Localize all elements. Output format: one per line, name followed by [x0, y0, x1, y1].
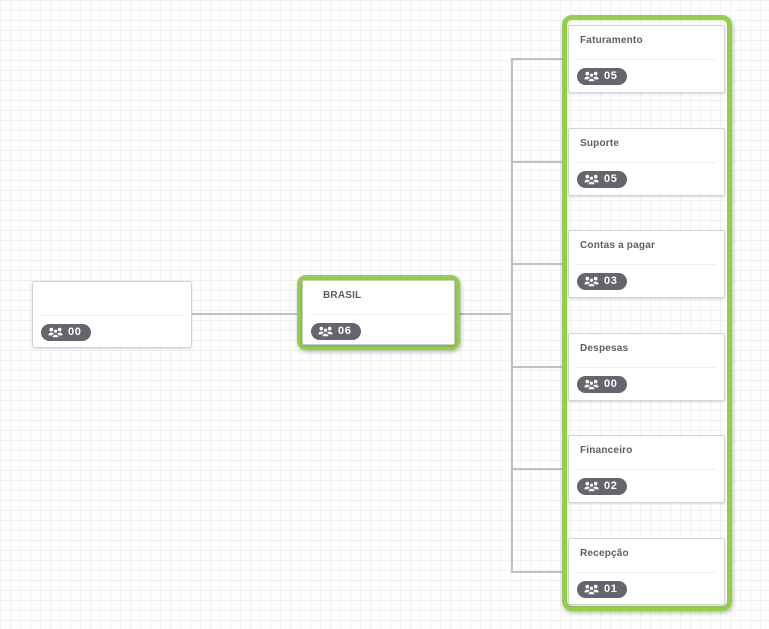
node-root[interactable]: 00 [32, 281, 192, 348]
node-divider [577, 264, 716, 265]
node-divider [41, 315, 183, 316]
group-highlight-children: Faturamento 05 Suporte [562, 15, 732, 611]
users-icon [584, 276, 599, 287]
members-badge[interactable]: 00 [577, 376, 628, 393]
node-financeiro[interactable]: Financeiro 02 [568, 435, 725, 503]
members-badge[interactable]: 05 [577, 171, 628, 188]
node-title: Suporte [580, 138, 620, 149]
node-title: Recepção [580, 548, 629, 559]
node-title: Faturamento [580, 35, 643, 46]
members-badge[interactable]: 06 [311, 323, 362, 340]
users-icon [584, 481, 599, 492]
node-divider [577, 59, 716, 60]
members-badge[interactable]: 03 [577, 273, 628, 290]
connector-stub-despesas [511, 366, 562, 368]
node-divider [577, 367, 716, 368]
members-count: 00 [68, 326, 82, 338]
users-icon [584, 174, 599, 185]
node-title: Contas a pagar [580, 240, 656, 251]
node-divider [577, 469, 716, 470]
members-badge[interactable]: 00 [41, 324, 92, 341]
members-count: 02 [604, 480, 618, 492]
members-count: 01 [604, 583, 618, 595]
connector-stub-recepcao [511, 571, 562, 573]
node-suporte[interactable]: Suporte 05 [568, 128, 725, 196]
node-title: Despesas [580, 343, 629, 354]
members-count: 06 [338, 325, 352, 337]
node-contas-a-pagar[interactable]: Contas a pagar 03 [568, 230, 725, 298]
members-count: 05 [604, 173, 618, 185]
users-icon [48, 327, 63, 338]
members-count: 00 [604, 378, 618, 390]
node-recepcao[interactable]: Recepção 01 [568, 538, 725, 605]
users-icon [318, 326, 333, 337]
users-icon [584, 71, 599, 82]
node-despesas[interactable]: Despesas 00 [568, 333, 725, 401]
node-title: Financeiro [580, 445, 633, 456]
members-badge[interactable]: 02 [577, 478, 628, 495]
connector-root-to-brasil [192, 313, 297, 315]
members-count: 03 [604, 275, 618, 287]
node-brasil[interactable]: BRASIL 06 [302, 280, 455, 345]
node-divider [311, 314, 446, 315]
connector-stub-faturamento [511, 58, 562, 60]
connector-trunk [511, 58, 513, 573]
connector-stub-contas-a-pagar [511, 263, 562, 265]
node-divider [577, 162, 716, 163]
connector-stub-financeiro [511, 468, 562, 470]
node-title: BRASIL [323, 290, 362, 301]
selection-highlight-brasil: BRASIL 06 [297, 275, 460, 350]
connector-brasil-to-trunk [460, 313, 513, 315]
node-title [33, 282, 191, 302]
node-divider [577, 572, 716, 573]
members-badge[interactable]: 05 [577, 68, 628, 85]
users-icon [584, 584, 599, 595]
users-icon [584, 379, 599, 390]
members-count: 05 [604, 70, 618, 82]
members-badge[interactable]: 01 [577, 581, 628, 598]
node-faturamento[interactable]: Faturamento 05 [568, 25, 725, 93]
connector-stub-suporte [511, 161, 562, 163]
